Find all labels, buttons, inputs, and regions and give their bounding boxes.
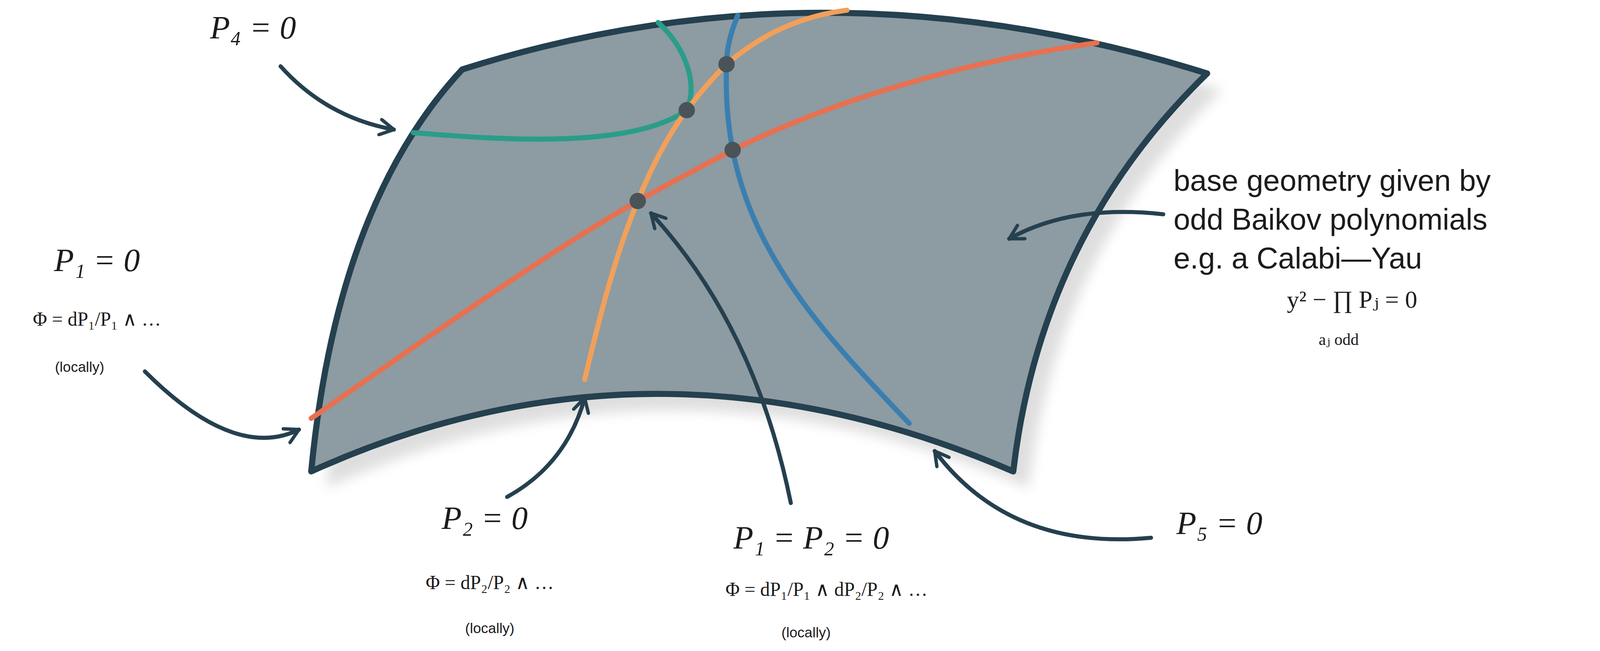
equation-label: P₂ = 0 bbox=[441, 498, 528, 538]
form-label: Φ = dP₂/P₂ ∧ … bbox=[425, 571, 554, 595]
curve-p1 bbox=[311, 42, 1098, 419]
formula-label: y² − ∏ Pⱼ = 0 bbox=[1287, 285, 1418, 315]
equation-label: P₁ = P₂ = 0 bbox=[733, 518, 890, 558]
equation-label: P₅ = 0 bbox=[1176, 503, 1263, 544]
leader-arrow bbox=[934, 451, 1152, 540]
formula-subscript: aⱼ odd bbox=[1318, 329, 1359, 350]
base-surface bbox=[311, 12, 1208, 472]
form-label: Φ = dP₁/P₁ ∧ … bbox=[32, 307, 161, 331]
note-label: (locally) bbox=[781, 624, 831, 642]
curve-p4 bbox=[413, 22, 692, 140]
note-label: (locally) bbox=[465, 619, 515, 637]
intersection-dot bbox=[724, 141, 741, 158]
curve-p2 bbox=[584, 10, 847, 380]
description-label: base geometry given by odd Baikov polyno… bbox=[1173, 161, 1542, 278]
leader-arrow bbox=[144, 371, 299, 438]
form-label: Φ = dP₁/P₁ ∧ dP₂/P₂ ∧ … bbox=[725, 578, 928, 602]
intersection-dot bbox=[629, 192, 646, 210]
leader-arrow bbox=[651, 213, 791, 504]
note-label: (locally) bbox=[55, 358, 105, 376]
intersection-dot bbox=[678, 102, 695, 119]
leader-arrow bbox=[1009, 212, 1164, 240]
curve-p5 bbox=[726, 15, 909, 424]
equation-label: P₄ = 0 bbox=[210, 8, 296, 48]
intersection-dot bbox=[718, 55, 735, 73]
equation-label: P₁ = 0 bbox=[53, 240, 140, 281]
leader-arrow bbox=[280, 66, 394, 130]
leader-arrow bbox=[507, 397, 585, 497]
